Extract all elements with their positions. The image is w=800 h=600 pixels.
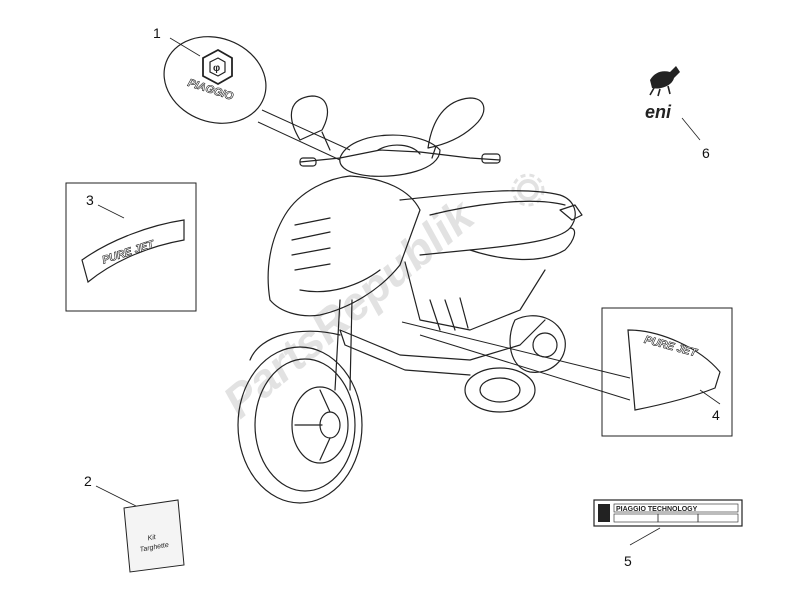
part-3-pure-jet-decal: PURE JET 3 — [65, 182, 197, 312]
part-4-pure-jet-decal: PURE JET 4 — [401, 307, 733, 437]
part-6-eni-decal: eni 6 — [645, 66, 710, 161]
scooter-illustration — [237, 95, 583, 504]
svg-text:PartsRepublik: PartsRepublik — [213, 187, 485, 427]
gear-icon — [511, 173, 545, 207]
part-1-piaggio-badge: φ PIAGGIO 1 — [153, 25, 351, 161]
svg-text:φ: φ — [213, 63, 220, 74]
piaggio-shield-icon: φ — [202, 48, 233, 86]
part-5-piaggio-technology-plate: PIAGGIO TECHNOLOGY 5 — [593, 499, 743, 569]
callout-number-2: 2 — [84, 473, 92, 489]
part-2-kit-targhette: Kit Targhette 2 — [84, 473, 185, 573]
callout-number-1: 1 — [153, 25, 161, 41]
callout-number-4: 4 — [712, 407, 720, 423]
svg-text:Kit: Kit — [147, 534, 157, 542]
callout-number-6: 6 — [702, 145, 710, 161]
eni-dog-logo-icon — [649, 66, 680, 97]
callout-number-3: 3 — [86, 192, 94, 208]
callout-number-5: 5 — [624, 553, 632, 569]
svg-text:PIAGGIO TECHNOLOGY: PIAGGIO TECHNOLOGY — [616, 506, 698, 513]
svg-text:eni: eni — [645, 102, 672, 122]
